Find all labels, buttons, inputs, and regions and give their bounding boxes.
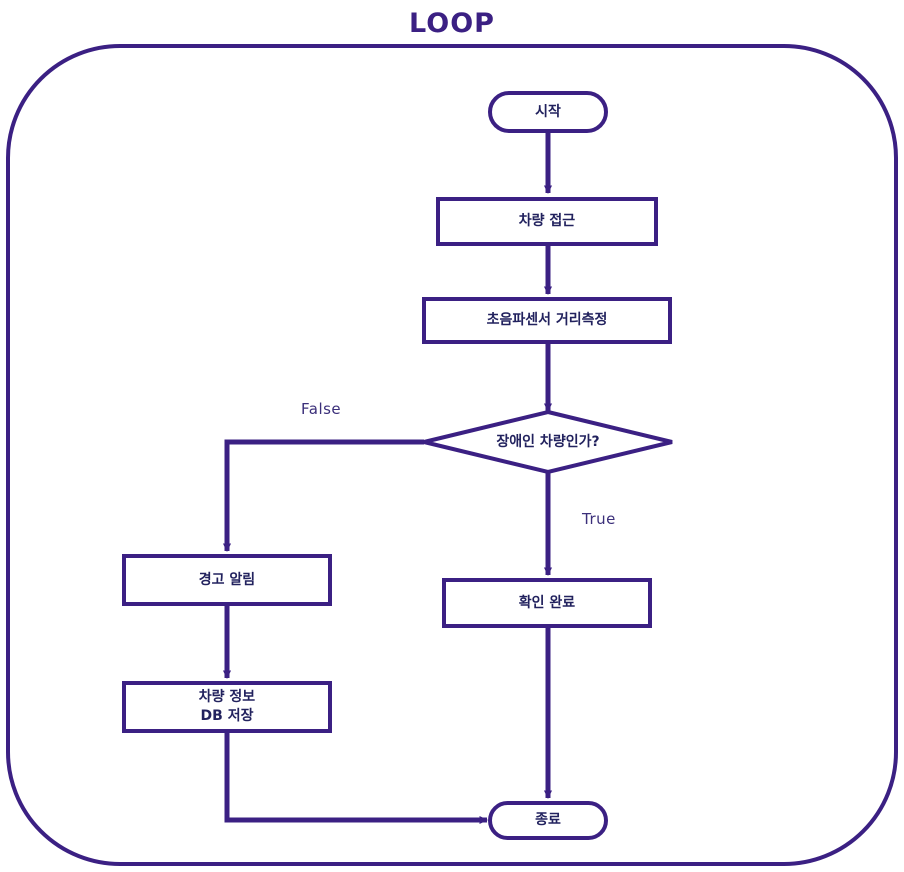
node-approach bbox=[436, 197, 658, 246]
node-confirm bbox=[442, 578, 652, 628]
node-dbsave bbox=[122, 681, 332, 733]
node-warn bbox=[122, 554, 332, 606]
loop-container bbox=[6, 44, 898, 866]
diagram-title: LOOP bbox=[409, 8, 495, 39]
edge-dbsave-to-end bbox=[224, 732, 489, 825]
node-measure bbox=[422, 297, 672, 344]
node-decision bbox=[423, 409, 673, 475]
edge-label-true: True bbox=[582, 510, 616, 528]
node-start bbox=[488, 91, 608, 133]
edge-decision-false-to-warn bbox=[222, 439, 424, 553]
edge-label-false: False bbox=[301, 400, 342, 418]
node-end bbox=[488, 801, 608, 840]
